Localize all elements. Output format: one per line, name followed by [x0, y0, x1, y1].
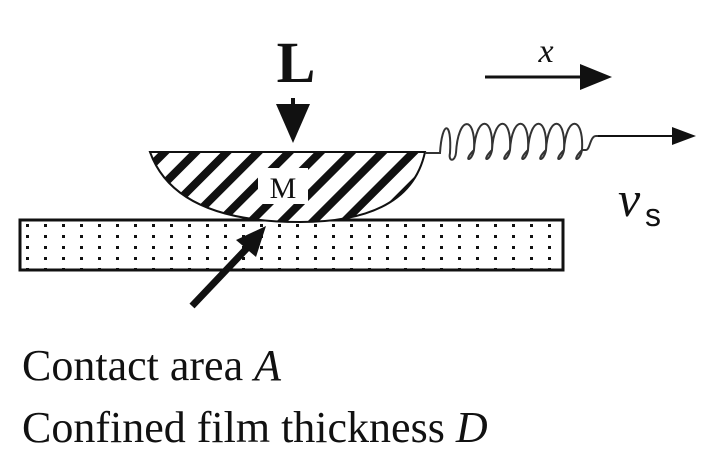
- contact-arrow-icon: [189, 226, 266, 309]
- load-arrow-icon: [276, 98, 310, 143]
- mass-label: M: [270, 172, 297, 205]
- velocity-label: v: [618, 171, 641, 227]
- velocity-arrow-icon: [598, 127, 696, 145]
- spring-icon: [425, 122, 600, 161]
- caption-contact-area: Contact area A: [22, 341, 281, 390]
- substrate-plate: [18, 218, 565, 272]
- x-direction-arrow-icon: [485, 64, 612, 90]
- direction-label: x: [537, 33, 553, 70]
- load-label: L: [277, 30, 316, 95]
- velocity-subscript: s: [645, 197, 661, 233]
- caption-film-thickness: Confined film thickness D: [22, 403, 488, 452]
